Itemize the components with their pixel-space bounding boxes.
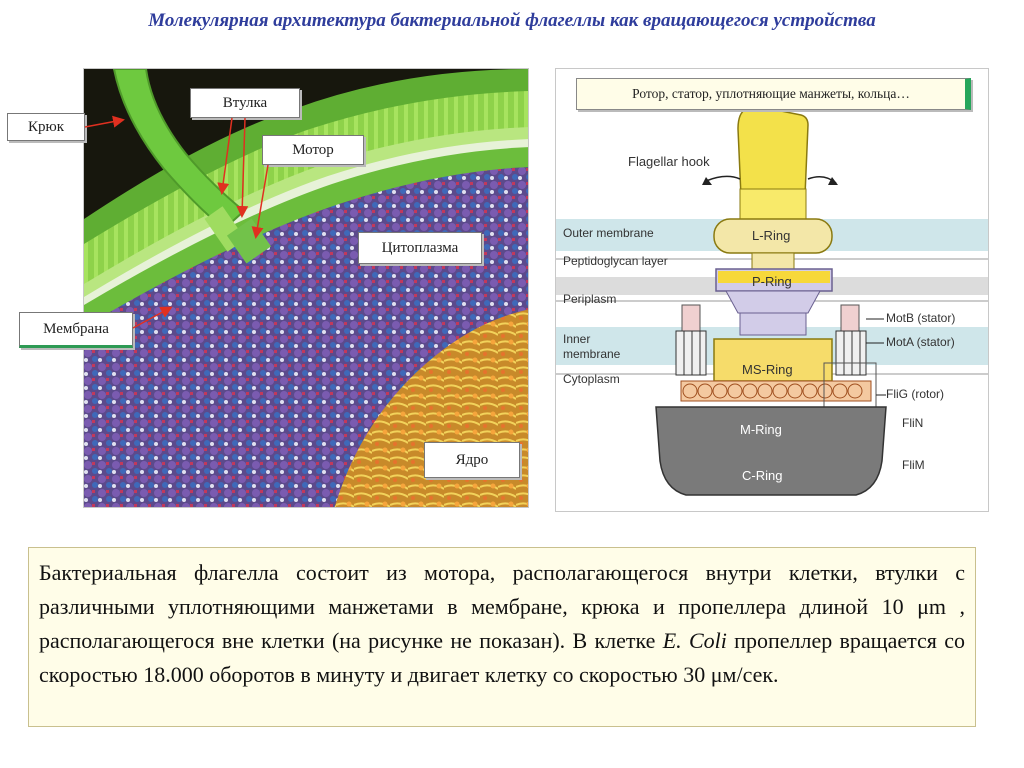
label-motor-text: Мотор (292, 141, 334, 158)
label-bushing: Втулка (190, 88, 300, 118)
motor-diagram-svg (556, 106, 988, 496)
label-hook-text: Крюк (28, 118, 64, 135)
part-label-hook: Flagellar hook (628, 154, 710, 169)
right-label-flim: FliM (902, 458, 925, 472)
description-box: Бактериальная флагелла состоит из мотора… (28, 547, 976, 727)
part-label-c-ring: C-Ring (742, 468, 783, 483)
layer-label-inner-membrane-1: Inner (563, 332, 591, 346)
hook-shape (112, 69, 246, 231)
label-nucleus-text: Ядро (455, 451, 489, 468)
label-hook: Крюк (7, 113, 85, 141)
stator-right (835, 304, 867, 376)
c-ring-shape (655, 406, 887, 496)
layer-label-peptidoglycan: Peptidoglycan layer (563, 254, 668, 268)
stator-left (675, 304, 707, 376)
layer-label-cytoplasm: Cytoplasm (563, 372, 620, 386)
motor-shape (226, 218, 272, 264)
description-part2: пропеллер вращается со скоростью 18.000 … (39, 628, 965, 687)
layer-label-inner-membrane-2: membrane (563, 347, 621, 361)
right-label-flin: FliN (902, 416, 924, 430)
part-label-l-ring: L-Ring (752, 228, 791, 243)
slide-title: Молекулярная архитектура бактериальной ф… (148, 10, 876, 31)
right-label-mota: MotA (stator) (886, 335, 955, 349)
label-bushing-text: Втулка (222, 94, 268, 111)
label-cytoplasm: Цитоплазма (358, 232, 482, 264)
layer-label-outer-membrane: Outer membrane (563, 226, 654, 240)
part-label-ms-ring: MS-Ring (742, 362, 793, 377)
label-nucleus: Ядро (424, 442, 520, 478)
right-label-motb: MotB (stator) (886, 311, 956, 325)
description-part1: Бактериальная флагелла состоит из мотора… (39, 560, 965, 653)
part-label-p-ring: P-Ring (752, 274, 792, 289)
layer-label-periplasm: Periplasm (563, 292, 617, 306)
label-membrane: Мембрана (19, 312, 133, 348)
rotor-caption: Ротор, статор, уплотняющие манжеты, коль… (576, 78, 971, 110)
ms-ring-shape (713, 338, 833, 382)
label-cytoplasm-text: Цитоплазма (381, 239, 459, 256)
motor-diagram (555, 68, 989, 512)
right-label-flig: FliG (rotor) (886, 387, 944, 401)
label-membrane-text: Мембрана (43, 320, 109, 337)
label-motor: Мотор (262, 135, 364, 165)
part-label-m-ring: M-Ring (740, 422, 782, 437)
description-organism: E. Coli (662, 628, 727, 653)
